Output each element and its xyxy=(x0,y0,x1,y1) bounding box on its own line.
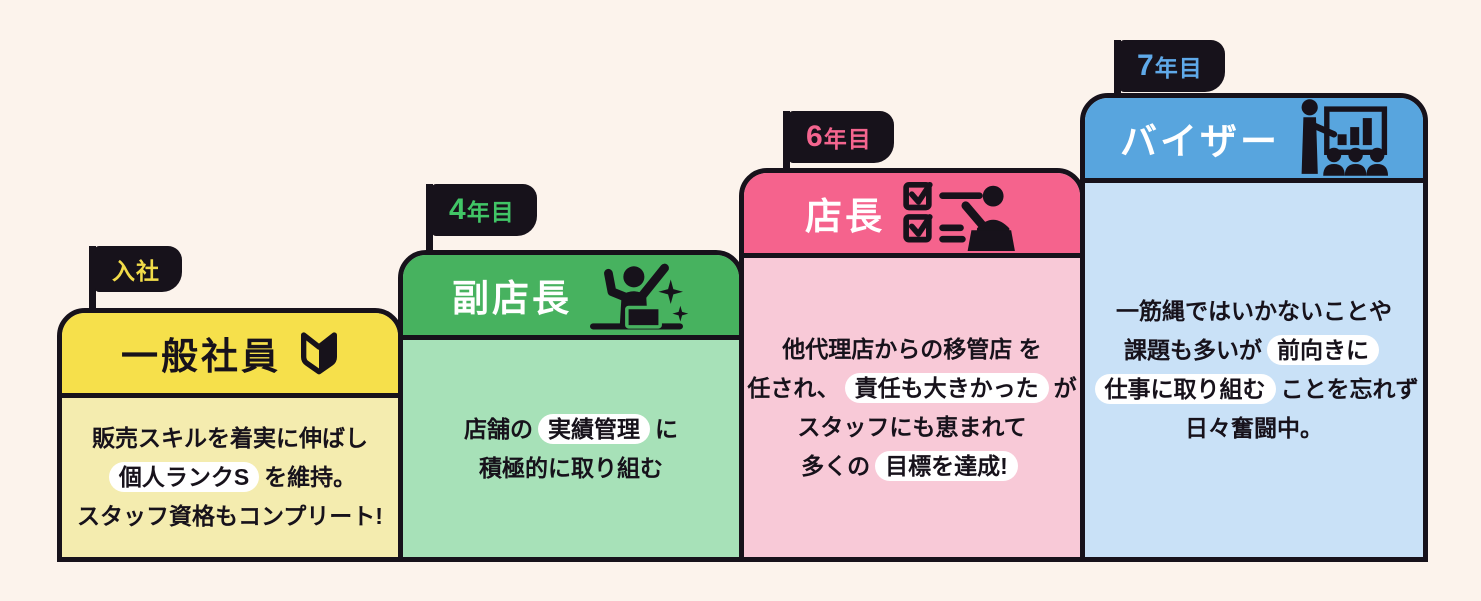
presentation-icon xyxy=(1301,99,1388,176)
text-segment: を維持。 xyxy=(264,464,357,490)
highlight-pill: 前向きに xyxy=(1267,335,1379,365)
flag-pole xyxy=(783,111,790,173)
flag-pole xyxy=(426,184,433,255)
role-description: 他代理店からの移管店 を任され、責任も大きかったがスタッフにも恵まれて多くの目標… xyxy=(744,258,1080,557)
text-segment: 日々奮闘中。 xyxy=(1185,415,1323,441)
text-segment: 課題も多いが xyxy=(1124,337,1262,363)
role-title: 副店長 xyxy=(452,278,572,319)
description-line: 他代理店からの移管店 を xyxy=(782,330,1041,369)
description-line: 店舗の実績管理に xyxy=(464,410,678,449)
highlight-pill: 責任も大きかった xyxy=(844,372,1049,403)
flag-pole xyxy=(1114,40,1121,98)
milestone-flag: 6 年目 xyxy=(789,111,894,163)
role-header: 副店長 xyxy=(403,255,739,340)
role-title: バイザー xyxy=(1120,121,1280,162)
flag-label: 年目 xyxy=(823,126,872,152)
flag-label: 年目 xyxy=(1154,55,1203,81)
highlight-pill: 実績管理 xyxy=(538,413,650,444)
text-segment: 一筋縄ではいかないことや xyxy=(1116,298,1392,324)
description-line: 積極的に取り組む xyxy=(479,449,663,488)
highlight-pill: 目標を達成! xyxy=(875,450,1018,481)
description-line: 課題も多いが前向きに xyxy=(1124,331,1384,370)
highlight-pill: 仕事に取り組む xyxy=(1094,374,1276,404)
flag-year-number: 6 xyxy=(806,120,824,153)
checklist-manager-icon xyxy=(903,181,1015,251)
role-header: 店長 xyxy=(744,173,1080,258)
milestone-flag-group: 7 年目 xyxy=(1114,40,1225,98)
role-description: 店舗の実績管理に積極的に取り組む xyxy=(403,340,739,557)
role-title: 一般社員 xyxy=(121,336,281,377)
description-line: スタッフにも恵まれて xyxy=(797,408,1026,447)
milestone-flag-group: 4 年目 xyxy=(426,184,537,255)
text-segment: スタッフ資格もコンプリート! xyxy=(77,503,383,529)
highlight-pill: 個人ランクS xyxy=(108,462,260,492)
flag-label: 年目 xyxy=(466,199,515,225)
role-title: 店長 xyxy=(805,196,885,237)
step-3-store-manager: 6 年目 店長 xyxy=(739,111,1085,562)
text-segment: 多くの xyxy=(801,452,871,479)
flag-year-number: 4 xyxy=(449,193,467,226)
text-segment: 店舗の xyxy=(464,415,533,442)
milestone-flag: 入社 xyxy=(95,246,182,292)
role-header: バイザー xyxy=(1085,98,1423,183)
description-line: 販売スキルを着実に伸ばし xyxy=(92,419,368,458)
step-card: 副店長 店舗の実績管理に積極的に取り組む xyxy=(398,250,744,562)
step-4-supervisor: 7 年目 バイザー xyxy=(1080,40,1428,562)
step-card: バイザー 一筋縄ではいかないことや xyxy=(1080,93,1428,562)
text-segment: 積極的に取り組む xyxy=(479,454,663,481)
text-segment: に xyxy=(655,415,678,442)
milestone-flag-group: 6 年目 xyxy=(783,111,894,173)
milestone-flag-group: 入社 xyxy=(89,246,182,313)
description-line: 日々奮闘中。 xyxy=(1185,409,1323,448)
text-segment: 販売スキルを着実に伸ばし xyxy=(92,425,368,451)
description-line: 一筋縄ではいかないことや xyxy=(1116,292,1392,331)
cheering-staff-icon xyxy=(590,263,689,330)
step-2-deputy-manager: 4 年目 副店長 xyxy=(398,184,744,562)
step-card: 店長 他 xyxy=(739,168,1085,562)
description-line: スタッフ資格もコンプリート! xyxy=(77,497,383,536)
description-line: 仕事に取り組むことを忘れず xyxy=(1090,370,1419,409)
beginner-mark-icon xyxy=(301,332,337,375)
flag-label: 入社 xyxy=(112,258,160,284)
role-header: 一般社員 xyxy=(62,313,398,398)
text-segment: 他代理店からの移管店 を xyxy=(782,335,1042,362)
milestone-flag: 7 年目 xyxy=(1120,40,1225,92)
flag-year-number: 7 xyxy=(1137,49,1155,82)
description-line: 任され、責任も大きかったが xyxy=(747,369,1077,408)
flag-pole xyxy=(89,246,96,313)
text-segment: が xyxy=(1053,374,1077,401)
text-segment: スタッフにも恵まれて xyxy=(797,413,1027,440)
text-segment: ことを忘れず xyxy=(1280,376,1419,402)
description-line: 多くの目標を達成! xyxy=(801,447,1023,486)
text-segment: 任され、 xyxy=(747,374,840,401)
role-description: 一筋縄ではいかないことや課題も多いが前向きに仕事に取り組むことを忘れず日々奮闘中… xyxy=(1085,183,1423,557)
milestone-flag: 4 年目 xyxy=(432,184,537,236)
